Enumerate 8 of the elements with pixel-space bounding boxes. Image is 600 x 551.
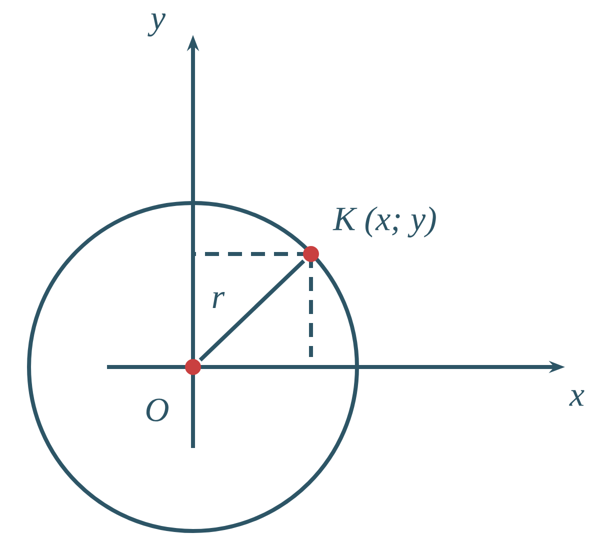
- point-label: O: [146, 398, 168, 422]
- radius-line: [198, 259, 306, 362]
- point: [185, 359, 201, 375]
- edge-label: r: [212, 292, 225, 308]
- point: [303, 246, 319, 262]
- point-label: K (x; y): [332, 206, 436, 238]
- axis-label: x: [569, 390, 584, 406]
- axis-label: y: [148, 14, 166, 36]
